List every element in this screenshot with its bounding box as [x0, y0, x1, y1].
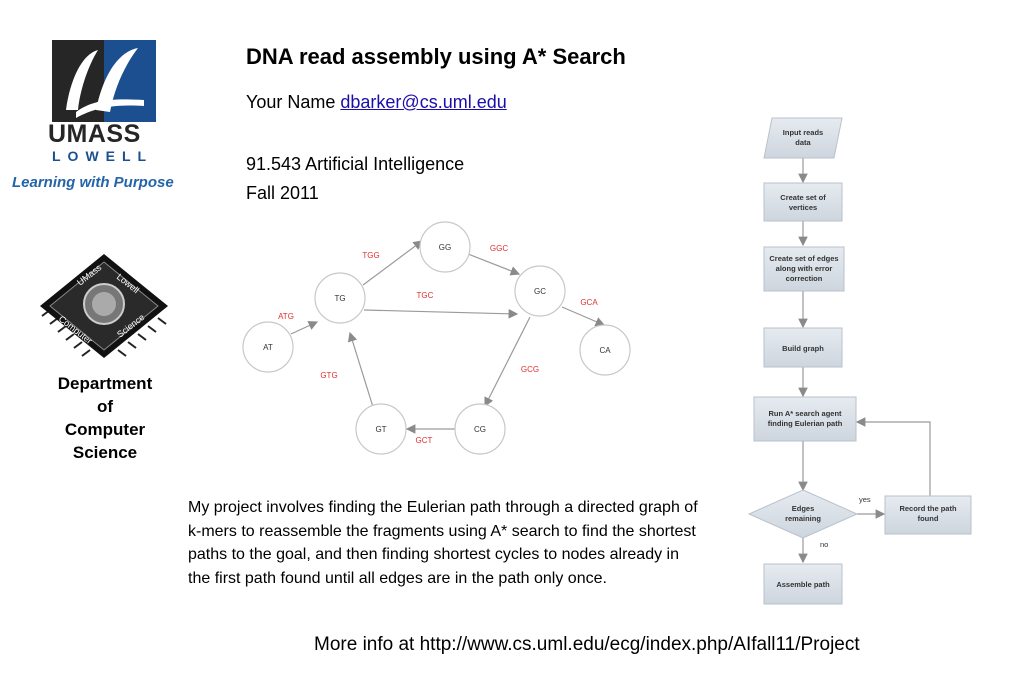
- edge-gcg: [484, 316, 531, 408]
- node-at: [242, 321, 294, 373]
- node-cg: [454, 403, 506, 455]
- course-title: 91.543 Artificial Intelligence: [246, 154, 465, 174]
- edge-label-atg: ATG: [278, 312, 294, 321]
- cs-chip-emblem: UMass Lowell Computer Science: [40, 254, 168, 358]
- edge-label-tgg: TGG: [362, 251, 379, 260]
- edge-label-gca: GCA: [580, 298, 598, 307]
- edge-tgg: [362, 240, 423, 286]
- course-term: Fall 2011: [246, 183, 319, 203]
- step-record-path: [884, 495, 972, 535]
- decision-label-1: Edges: [792, 504, 815, 513]
- edge-gca: [561, 306, 606, 327]
- step-build-graph: [763, 327, 843, 368]
- chip-pins: [41, 309, 167, 357]
- edge-label-tgc: TGC: [417, 291, 434, 300]
- edge-label-gcg: GCG: [521, 365, 539, 374]
- logo-tagline: Learning with Purpose: [12, 174, 174, 191]
- edges-label-2: along with error: [776, 264, 833, 273]
- vertices-label-1: Create set of: [780, 193, 826, 202]
- build-label: Build graph: [782, 344, 824, 353]
- decision-label-2: remaining: [785, 514, 821, 523]
- author-line: Your Name dbarker@cs.uml.edu: [246, 92, 507, 113]
- page-title: DNA read assembly using A* Search: [246, 44, 626, 69]
- edges-label-3: correction: [786, 274, 823, 283]
- edge-label-gct: GCT: [416, 436, 433, 445]
- record-label-1: Record the path: [899, 504, 957, 513]
- node-gc: [514, 265, 566, 317]
- department-line-3: Computer: [64, 420, 146, 439]
- input-label-2: data: [795, 138, 811, 147]
- node-label-gg: GG: [439, 243, 451, 252]
- decision-edges-remaining: [747, 489, 859, 539]
- edge-label-ggc: GGC: [490, 244, 508, 253]
- logo-sub: LOWELL: [52, 148, 154, 164]
- step-input-reads: [763, 117, 843, 159]
- assemble-label: Assemble path: [776, 580, 830, 589]
- yes-label: yes: [859, 495, 871, 504]
- logo-brand: UMASS: [48, 120, 141, 148]
- department-line-2: of: [96, 397, 114, 416]
- edge-label-gtg: GTG: [320, 371, 337, 380]
- node-label-tg: TG: [334, 294, 345, 303]
- search-label-2: finding Eulerian path: [768, 419, 843, 428]
- edge-tgc: [363, 308, 519, 319]
- author-email-link[interactable]: dbarker@cs.uml.edu: [340, 92, 507, 112]
- department-label: Department of Computer Science: [40, 372, 170, 464]
- step-assemble-path: [763, 563, 843, 605]
- step-run-search: [753, 396, 857, 442]
- node-label-cg: CG: [474, 425, 486, 434]
- edges-label-1: Create set of edges: [769, 254, 838, 263]
- node-label-ca: CA: [599, 346, 611, 355]
- course-info: 91.543 Artificial Intelligence Fall 2011: [246, 150, 464, 208]
- author-name: Your Name: [246, 92, 341, 112]
- vertices-label-2: vertices: [789, 203, 817, 212]
- record-label-2: found: [918, 514, 939, 523]
- logo-emblem: [52, 40, 156, 122]
- node-label-gc: GC: [534, 287, 546, 296]
- node-gt: [355, 403, 407, 455]
- process-flowchart: Input reads data Create set of vertices …: [747, 117, 972, 605]
- edge-ggc: [467, 253, 521, 276]
- edge-atg: [290, 321, 319, 335]
- input-label-1: Input reads: [783, 128, 823, 137]
- node-label-gt: GT: [375, 425, 386, 434]
- more-info-link[interactable]: More info at http://www.cs.uml.edu/ecg/i…: [314, 634, 860, 655]
- edge-gtg: [347, 331, 374, 408]
- node-tg: [314, 272, 366, 324]
- step-create-edges: [763, 246, 845, 292]
- kmer-graph: AT TG GG GC CA CG GT ATG TGG GGC TGC GCA…: [242, 221, 631, 455]
- project-description: My project involves finding the Eulerian…: [188, 499, 698, 587]
- department-line-4: Science: [72, 443, 138, 462]
- no-label: no: [820, 540, 828, 549]
- node-ca: [579, 324, 631, 376]
- search-label-1: Run A* search agent: [768, 409, 842, 418]
- step-create-vertices: [763, 182, 843, 222]
- node-label-at: AT: [263, 343, 273, 352]
- node-gg: [419, 221, 471, 273]
- umass-lowell-logo: UMASS LOWELL Learning with Purpose: [0, 0, 210, 200]
- department-line-1: Department: [57, 374, 153, 393]
